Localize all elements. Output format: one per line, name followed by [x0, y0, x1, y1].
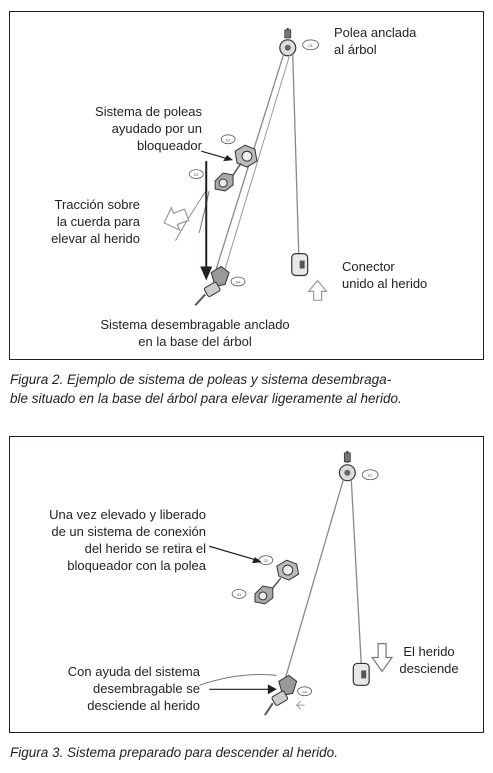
rope-right [350, 479, 362, 664]
top-pulley [338, 450, 356, 482]
connector [352, 662, 370, 686]
rope-left-2 [222, 54, 291, 276]
pointer-arrow-line [209, 545, 258, 561]
pointer-arrow-line [201, 150, 230, 160]
tag-03-text: 03 [237, 592, 242, 597]
tag-01 [361, 469, 379, 481]
label-herido-desciende: El herido desciende [399, 644, 459, 676]
tag-01 [302, 39, 319, 51]
label-conector: Conector unido al herido [342, 259, 428, 291]
rope-left [284, 479, 344, 681]
tag-04 [230, 276, 246, 287]
small-left-arrow-icon [295, 700, 305, 710]
tag-02-text: 02 [226, 137, 230, 142]
tag-01-text: 01 [368, 473, 373, 478]
tag-01-text: 01 [308, 43, 313, 48]
tag-04-text: 04 [236, 279, 241, 284]
pointer-arrowhead [223, 155, 234, 162]
label-sistema-poleas: Sistema de poleas ayudado por un bloquea… [95, 104, 202, 153]
label-con-ayuda: Con ayuda del sistema desembragable se d… [67, 664, 200, 713]
tag-04-text: 04 [302, 689, 307, 694]
pulley-system [174, 144, 258, 241]
detached-pulley-system [254, 559, 300, 605]
tag-03 [188, 169, 204, 179]
figure-2-panel: 01 02 03 [9, 11, 484, 360]
tag-02 [220, 134, 236, 145]
down-arrow-icon [370, 643, 394, 673]
rope-right [292, 53, 300, 253]
tag-04 [297, 686, 312, 697]
pointer-arrowhead-2 [267, 684, 277, 695]
connector [291, 253, 309, 277]
traction-arrow-icon [163, 206, 190, 232]
down-arrowhead [200, 266, 213, 281]
label-una-vez: Una vez elevado y liberado de un sistema… [49, 507, 206, 573]
figure-3-panel: 01 02 03 [9, 436, 484, 733]
pointer-arrowhead [251, 557, 262, 564]
label-traccion: Tracción sobre la cuerda para elevar al … [51, 197, 140, 246]
tag-03-text: 03 [194, 172, 199, 177]
figure-2-caption: Figura 2. Ejemplo de sistema de poleas y… [10, 372, 402, 406]
figure-3-diagram: 01 02 03 [199, 450, 394, 716]
rope-curve [199, 674, 277, 686]
descender-device [194, 265, 230, 306]
descender-device [264, 674, 298, 716]
tag-03 [231, 589, 247, 599]
figure-2-diagram: 01 02 03 [163, 27, 328, 306]
figure-3-caption: Figura 3. Sistema preparado para descend… [10, 745, 338, 760]
label-polea: Polea anclada al árbol [334, 25, 417, 57]
label-desembragable: Sistema desembragable anclado en la base… [100, 317, 290, 349]
up-arrow-icon [307, 279, 328, 301]
top-pulley [279, 27, 297, 57]
tag-02-text: 02 [264, 558, 268, 563]
